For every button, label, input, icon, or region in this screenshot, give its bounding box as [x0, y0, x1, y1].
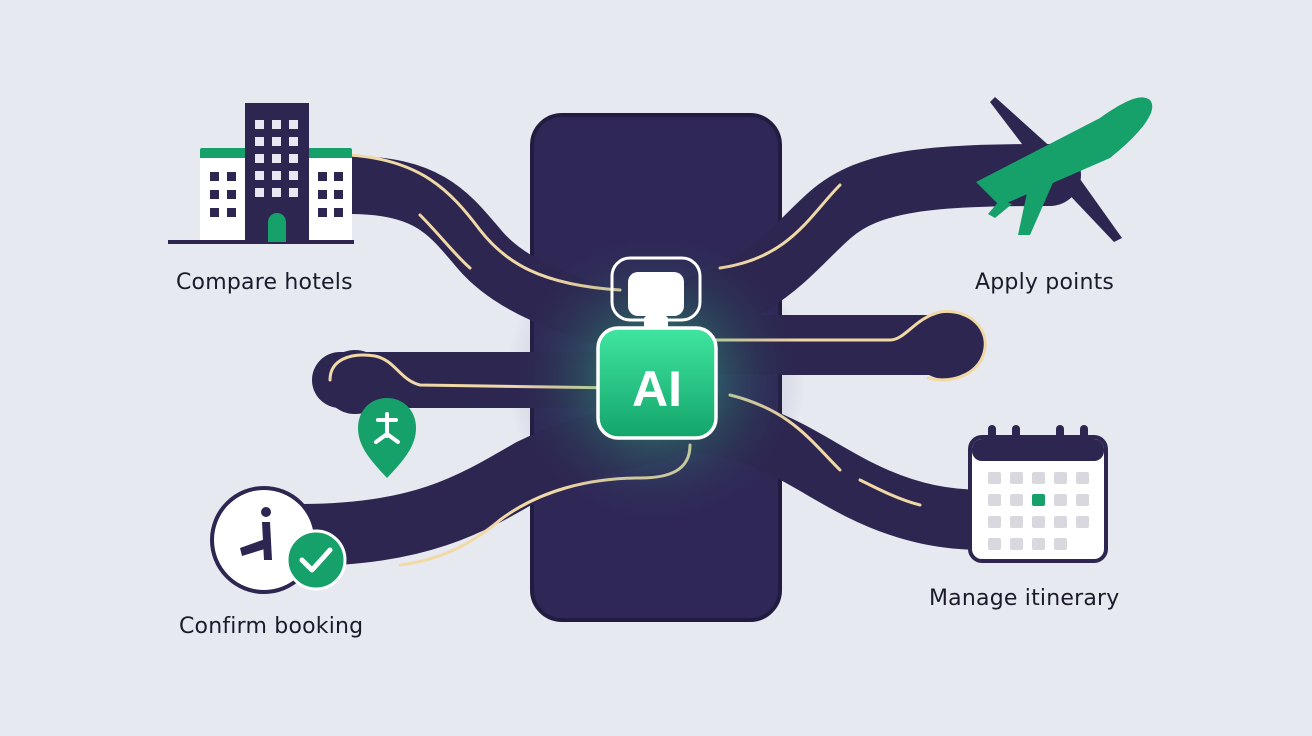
map-pin-icon [358, 398, 416, 478]
ai-badge-text: AI [632, 361, 682, 417]
airplane-check-icon [210, 486, 347, 594]
label-compare-hotels: Compare hotels [176, 270, 353, 295]
calendar-icon [968, 425, 1108, 563]
ai-badge [596, 326, 718, 440]
hotel-building-icon [168, 103, 354, 244]
road-cap-mid-left [323, 350, 387, 414]
label-confirm-booking: Confirm booking [179, 614, 364, 639]
road-cap-mid-right [911, 311, 979, 379]
airplane-icon [976, 97, 1153, 242]
label-manage-itinerary: Manage itinerary [929, 586, 1120, 611]
label-apply-points: Apply points [975, 270, 1115, 295]
